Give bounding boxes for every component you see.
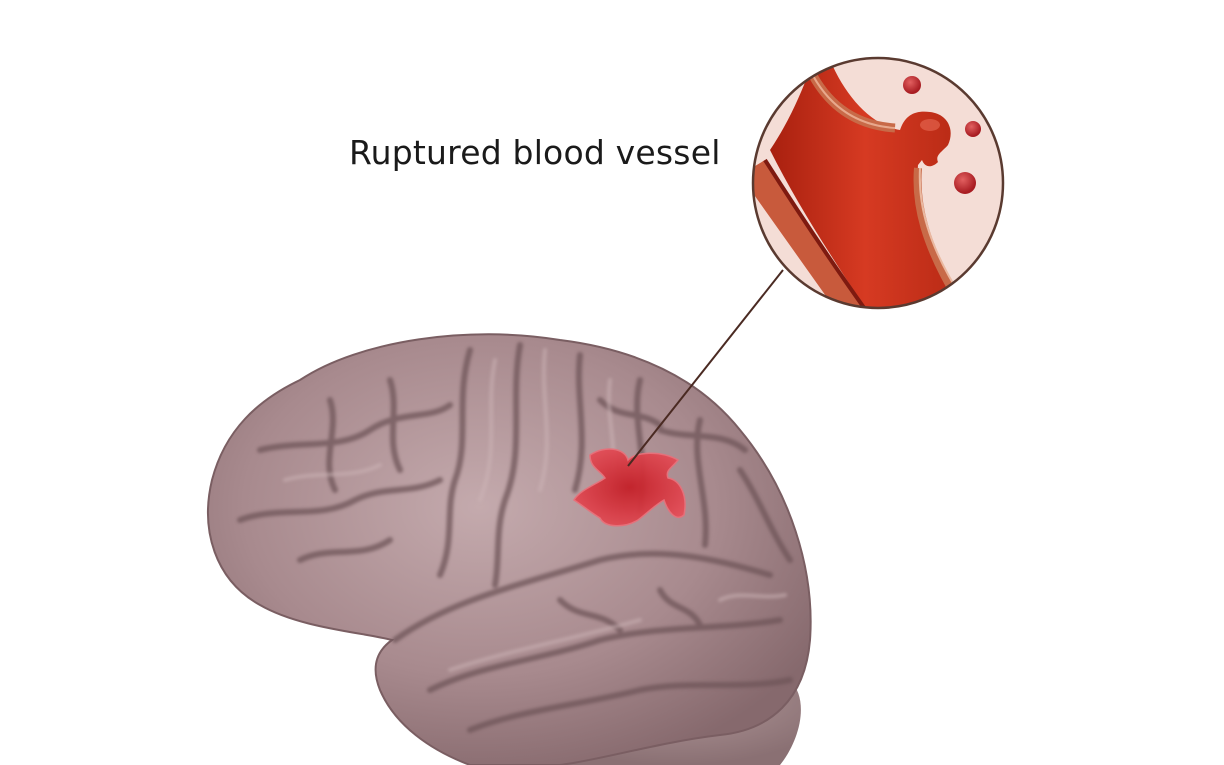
leader-line	[627, 269, 784, 467]
brain	[207, 333, 812, 765]
blood-droplet	[965, 121, 981, 137]
hemorrhage	[572, 448, 686, 527]
blood-droplet	[954, 172, 976, 194]
blood-droplet	[903, 76, 921, 94]
cerebrum	[207, 333, 812, 765]
magnified-inset	[751, 56, 1005, 310]
ruptured-blood-vessel-label: Ruptured blood vessel	[349, 133, 721, 172]
inset-border	[751, 56, 1005, 310]
